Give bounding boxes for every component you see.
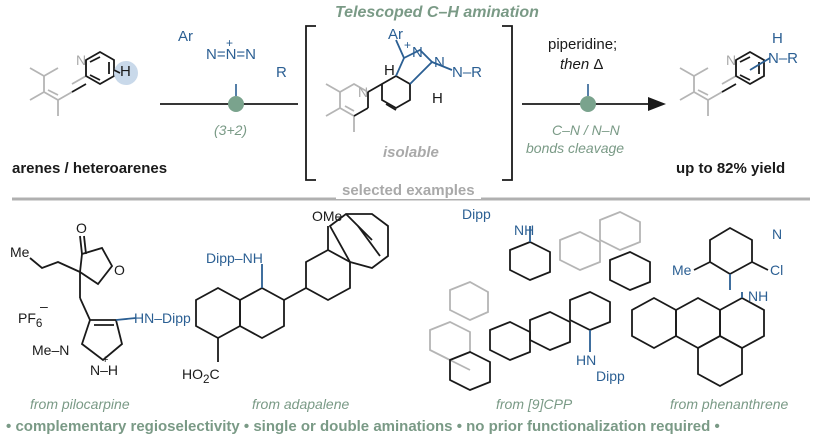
azide-ar: Ar (178, 28, 193, 45)
example-4-structure (631, 226, 769, 388)
example-4-caption: from phenanthrene (670, 396, 789, 412)
product-caption: up to 82% yield (676, 160, 786, 177)
reagent-dot-2 (580, 96, 596, 112)
ex3-dipp-top: Dipp (462, 206, 491, 222)
intermediate-n-mid: N (434, 54, 445, 71)
example-1-caption: from pilocarpine (30, 396, 130, 412)
product-h-atom: H (772, 30, 783, 47)
ex2-ho2c: HO (182, 366, 203, 382)
ex2-ho2c-tail: C (209, 366, 220, 382)
ex1-hn-dipp: HN–Dipp (134, 310, 191, 326)
footer-bullet-1: • (243, 418, 250, 435)
ex1-me: Me (10, 244, 30, 260)
ex1-o-ring: O (114, 262, 125, 278)
ex4-nh: NH (748, 288, 769, 304)
intermediate-caption: isolable (383, 144, 439, 161)
ex2-dipp-nh: Dipp–NH (206, 250, 263, 266)
intermediate-plus: + (404, 38, 412, 52)
section-label: selected examples (336, 182, 481, 199)
ex1-o-carbonyl: O (76, 220, 87, 236)
ch-highlight-circle (114, 61, 138, 85)
azide-plus: + (226, 36, 234, 50)
ex1-pf6: PF (18, 310, 36, 326)
substrate-n-atom: N (76, 52, 87, 68)
ex3-hn-bottom: HN (576, 352, 597, 368)
ex4-cl: Cl (770, 262, 784, 278)
ex3-nh-top: NH (514, 222, 535, 238)
footer-line: • complementary regioselectivity • singl… (6, 418, 720, 435)
ex4-n: N (772, 226, 783, 242)
intermediate-n-r: N–R (452, 64, 483, 81)
cycloaddition-label: (3+2) (214, 122, 248, 138)
substrate-h-atom: H (120, 63, 131, 80)
reagent-dot-1 (228, 96, 244, 112)
product-n-atom: N (726, 52, 737, 68)
ex3-dipp-bottom: Dipp (596, 368, 625, 384)
intermediate-ar: Ar (388, 26, 403, 43)
ex1-pf6-sub: 6 (35, 316, 43, 330)
footer-bullet-2: • (456, 418, 462, 435)
example-2-structure (195, 213, 389, 362)
example-1-structure (29, 235, 137, 362)
footer-bullet-3: • (714, 418, 720, 435)
intermediate-n-upper: N (412, 44, 423, 61)
example-3-structure (429, 211, 651, 391)
reagents-line-1: piperidine; (548, 36, 618, 53)
ex1-n-h-plus: N–H (90, 362, 119, 378)
cleavage-line-1: C–N / N–N (552, 122, 620, 138)
reagents-delta: Δ (593, 56, 604, 73)
azide-r: R (276, 64, 287, 81)
bracket-right (502, 25, 513, 181)
ex1-me-n: Me–N (32, 342, 70, 358)
intermediate-ring-n: N (358, 84, 369, 100)
ex1-plus: + (102, 354, 109, 366)
substrate-caption: arenes / heteroarenes (12, 160, 168, 177)
ex2-ho2c-sub: 2 (203, 372, 210, 386)
bracket-left (305, 25, 316, 181)
footer-item-2: no prior functionalization required (466, 418, 711, 435)
intermediate-h-right: H (432, 90, 443, 107)
scheme-title: Telescoped C–H amination (335, 4, 539, 21)
footer-bullet-0: • (6, 418, 12, 435)
ex1-pf6-charge: – (40, 298, 48, 314)
example-3-caption: from [9]CPP (496, 396, 573, 412)
intermediate-structure (325, 39, 453, 132)
azide-chain: N=N=N (206, 46, 257, 63)
substrate-structure (29, 50, 115, 116)
footer-item-1: single or double aminations (253, 418, 453, 435)
footer-item-0: complementary regioselectivity (15, 418, 240, 435)
product-structure (679, 50, 771, 116)
cleavage-line-2: bonds cleavage (526, 140, 625, 156)
example-2-caption: from adapalene (252, 396, 350, 412)
ex4-me: Me (672, 262, 692, 278)
ex2-ome: OMe (312, 208, 343, 224)
reagents-then: then (560, 56, 590, 73)
product-n-r: N–R (768, 50, 799, 67)
intermediate-h-left: H (384, 62, 395, 79)
